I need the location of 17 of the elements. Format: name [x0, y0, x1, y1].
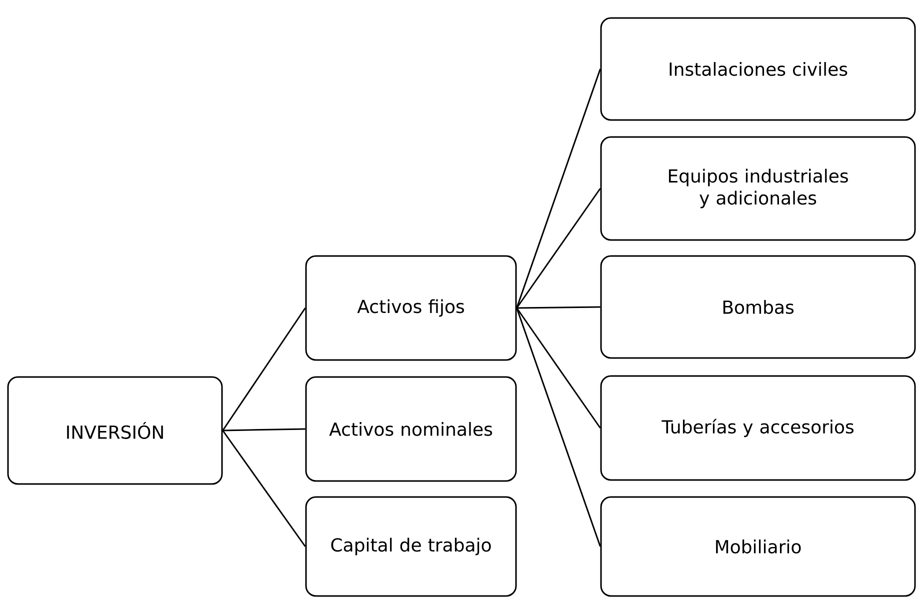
- connector-line: [516, 306, 600, 309]
- box: Activos nominales: [305, 376, 517, 482]
- connector-line: [516, 68, 601, 308]
- box: Equipos industriales y adicionales: [600, 136, 916, 241]
- box: Bombas: [600, 255, 916, 359]
- connector-line: [222, 308, 306, 431]
- connector-line: [222, 430, 306, 547]
- box: Mobiliario: [600, 496, 916, 597]
- connector-line: [516, 308, 601, 547]
- box: Capital de trabajo: [305, 496, 517, 597]
- box: INVERSIÓN: [7, 376, 223, 485]
- connector-line: [516, 308, 601, 428]
- box: Activos fijos: [305, 255, 517, 361]
- box: Tuberías y accesorios: [600, 375, 916, 481]
- box: Instalaciones civiles: [600, 17, 916, 121]
- connector-line: [222, 428, 306, 432]
- connector-line: [516, 188, 601, 308]
